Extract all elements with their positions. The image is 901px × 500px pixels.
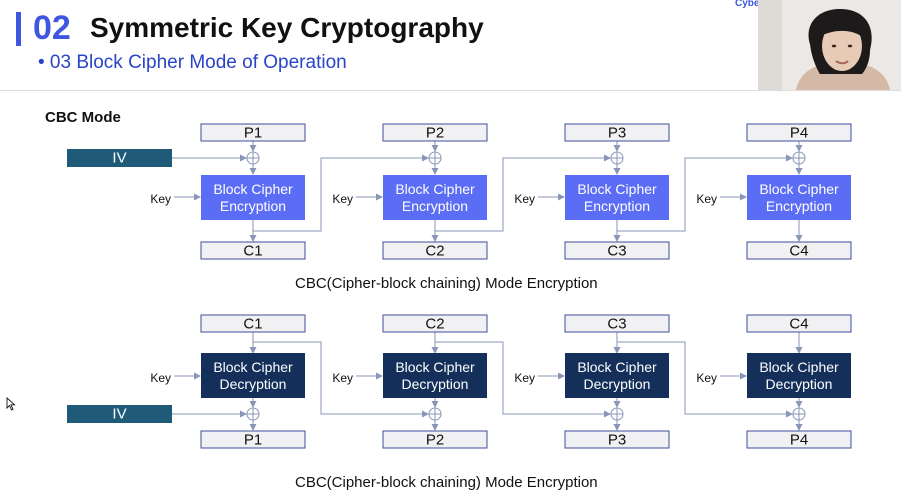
dec-plaintext-4-label: P4 <box>790 432 808 449</box>
brand-text: Cybe <box>735 0 760 9</box>
dec-ciphertext-2-label: C2 <box>425 316 444 333</box>
dec-key-label-2: Key <box>332 371 353 385</box>
dec-ciphertext-1-box <box>200 314 306 333</box>
enc-plaintext-1-box <box>200 123 306 142</box>
enc-block-1-line1: Block Cipher <box>213 181 293 197</box>
enc-block-1-line2: Encryption <box>220 198 286 214</box>
enc-plaintext-3-label: P3 <box>608 125 626 142</box>
enc-ciphertext-4-box <box>746 241 852 260</box>
dec-ciphertext-4-label: C4 <box>789 316 808 333</box>
connector-lines <box>172 141 803 431</box>
dec-block-1-line1: Block Cipher <box>213 359 293 375</box>
presenter-figure <box>758 0 901 90</box>
enc-ciphertext-1-box <box>200 241 306 260</box>
dec-plaintext-2-label: P2 <box>426 432 444 449</box>
enc-ciphertext-3-label: C3 <box>607 243 626 260</box>
enc-block-3 <box>565 175 669 220</box>
dec-plaintext-3-label: P3 <box>608 432 626 449</box>
page-subtitle: • 03 Block Cipher Mode of Operation <box>38 52 347 73</box>
encryption-iv-label: IV <box>112 150 126 167</box>
dec-plaintext-1-label: P1 <box>244 432 262 449</box>
dec-block-4 <box>747 353 851 398</box>
enc-key-label-2: Key <box>332 192 353 206</box>
dec-block-4-line1: Block Cipher <box>759 359 839 375</box>
enc-block-4-line1: Block Cipher <box>759 181 839 197</box>
enc-plaintext-2-box <box>382 123 488 142</box>
dec-block-2-line2: Decryption <box>402 376 469 392</box>
enc-block-2-line1: Block Cipher <box>395 181 475 197</box>
dec-key-label-1: Key <box>150 371 171 385</box>
enc-block-1 <box>201 175 305 220</box>
dec-block-2-line1: Block Cipher <box>395 359 475 375</box>
enc-block-3-line2: Encryption <box>584 198 650 214</box>
enc-block-4-line2: Encryption <box>766 198 832 214</box>
section-accent-bar <box>16 12 21 46</box>
dec-ciphertext-4-box <box>746 314 852 333</box>
dec-chain-3 <box>617 341 793 418</box>
enc-plaintext-4-label: P4 <box>790 125 808 142</box>
mouse-cursor-icon <box>6 397 16 411</box>
decryption-iv-label: IV <box>112 406 126 423</box>
dec-block-3-line2: Decryption <box>584 376 651 392</box>
enc-chain-3 <box>617 154 793 232</box>
dec-plaintext-2-box <box>382 430 488 449</box>
dec-block-1-line2: Decryption <box>220 376 287 392</box>
header-divider <box>0 90 901 91</box>
decryption-iv <box>67 405 172 423</box>
enc-ciphertext-3-box <box>564 241 670 260</box>
enc-chain-1 <box>253 154 429 232</box>
dec-plaintext-1-box <box>200 430 306 449</box>
dec-block-3 <box>565 353 669 398</box>
encryption-caption: CBC(Cipher-block chaining) Mode Encrypti… <box>295 275 598 292</box>
dec-block-2 <box>383 353 487 398</box>
dec-key-label-3: Key <box>514 371 535 385</box>
enc-ciphertext-1-label: C1 <box>243 243 262 260</box>
enc-block-4 <box>747 175 851 220</box>
enc-ciphertext-4-label: C4 <box>789 243 808 260</box>
dec-ciphertext-3-box <box>564 314 670 333</box>
dec-block-3-line1: Block Cipher <box>577 359 657 375</box>
dec-block-1 <box>201 353 305 398</box>
enc-ciphertext-2-label: C2 <box>425 243 444 260</box>
cbc-mode-label: CBC Mode <box>45 109 121 126</box>
dec-ciphertext-1-label: C1 <box>243 316 262 333</box>
enc-chain-2 <box>435 154 611 232</box>
dec-ciphertext-2-box <box>382 314 488 333</box>
dec-plaintext-3-box <box>564 430 670 449</box>
enc-key-label-3: Key <box>514 192 535 206</box>
section-number: 02 <box>33 9 71 47</box>
decryption-caption: CBC(Cipher-block chaining) Mode Encrypti… <box>295 474 598 491</box>
enc-block-2-line2: Encryption <box>402 198 468 214</box>
enc-block-2 <box>383 175 487 220</box>
enc-ciphertext-2-box <box>382 241 488 260</box>
dec-key-label-4: Key <box>696 371 717 385</box>
dec-block-4-line2: Decryption <box>766 376 833 392</box>
page-title: Symmetric Key Cryptography <box>90 12 484 43</box>
dec-plaintext-4-box <box>746 430 852 449</box>
enc-plaintext-3-box <box>564 123 670 142</box>
enc-block-3-line1: Block Cipher <box>577 181 657 197</box>
enc-key-label-4: Key <box>696 192 717 206</box>
dec-chain-1 <box>253 341 429 418</box>
enc-plaintext-1-label: P1 <box>244 125 262 142</box>
enc-key-label-1: Key <box>150 192 171 206</box>
presenter-video <box>758 0 901 90</box>
dec-ciphertext-3-label: C3 <box>607 316 626 333</box>
dec-chain-2 <box>435 341 611 418</box>
enc-plaintext-4-box <box>746 123 852 142</box>
enc-plaintext-2-label: P2 <box>426 125 444 142</box>
encryption-iv <box>67 149 172 167</box>
